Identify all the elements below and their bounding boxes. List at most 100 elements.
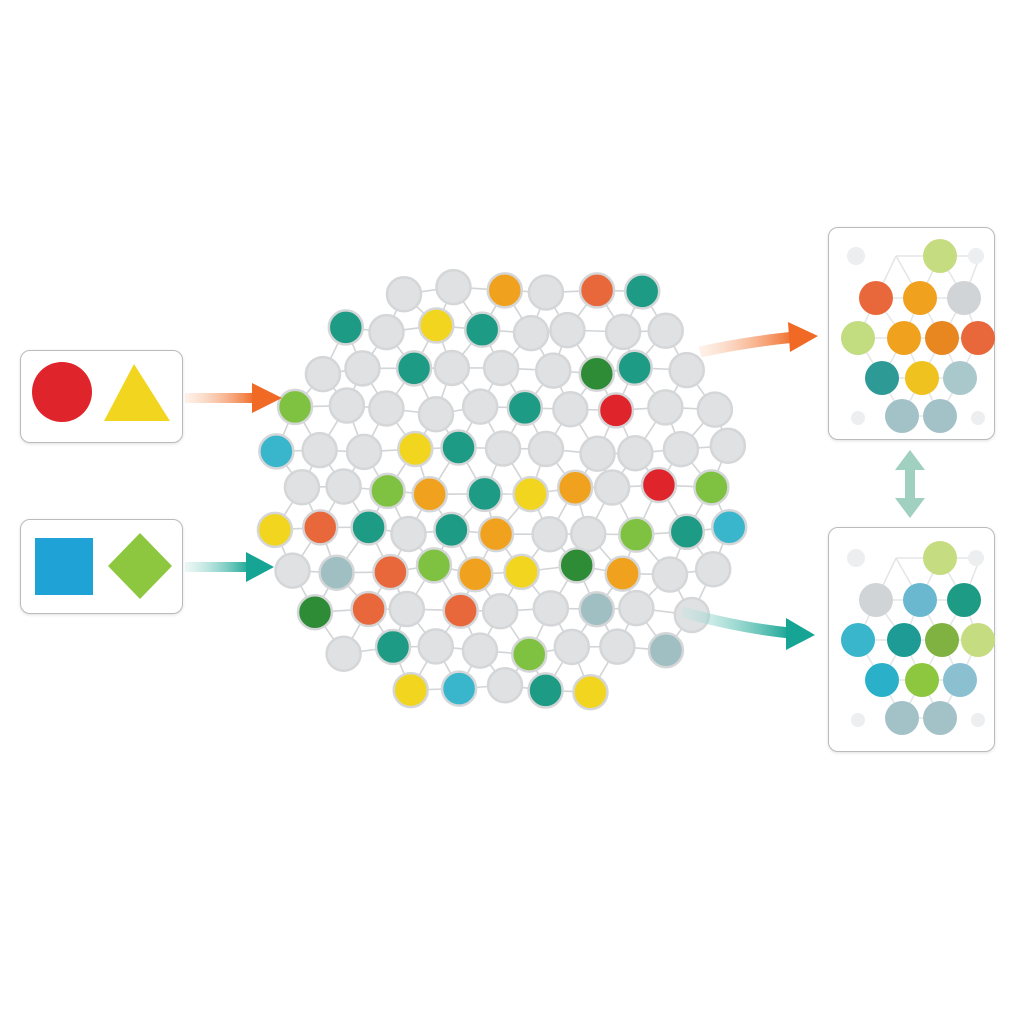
network-node (668, 513, 706, 551)
network-node (457, 555, 494, 593)
network-node (461, 632, 499, 669)
network-node (369, 472, 406, 510)
output-cluster-1-node (943, 361, 977, 395)
network-node (368, 390, 405, 427)
network-node (512, 314, 550, 352)
network-node (274, 552, 311, 589)
output-cluster-1-small-node (968, 248, 984, 264)
output-cluster-1-node (961, 321, 995, 355)
network-node (617, 434, 654, 472)
network-node (549, 311, 586, 349)
output-cluster-2-node (961, 623, 995, 657)
network-node (301, 431, 338, 469)
network-node (578, 272, 616, 309)
network-node (570, 515, 607, 553)
network-node (440, 429, 477, 466)
network-node (302, 509, 339, 546)
network-node (647, 312, 684, 350)
network-node (694, 550, 732, 588)
network-node (506, 389, 544, 427)
network-node (647, 631, 685, 669)
network-node (647, 389, 684, 426)
output-cluster-2-small-node (971, 713, 985, 727)
network-node (327, 309, 365, 346)
output-cluster-2-node (947, 583, 981, 617)
network-node (276, 388, 314, 426)
network-node (256, 511, 294, 549)
input-shapes (32, 362, 172, 599)
network-node (397, 430, 434, 468)
network-node (503, 553, 540, 591)
network-node (618, 589, 655, 627)
network-node (392, 671, 429, 709)
network-node (415, 547, 453, 584)
output-cluster-1-node (923, 399, 957, 433)
output-arrow-2-shaft (680, 606, 791, 639)
network-node (534, 352, 572, 389)
output-cluster-2-node (903, 583, 937, 617)
network-node (395, 350, 433, 387)
network-node (296, 594, 334, 631)
output-cluster-2-node (887, 623, 921, 657)
network-node (372, 553, 409, 591)
output-cluster-2-node (925, 623, 959, 657)
output-arrow-1-head (788, 322, 818, 352)
blue-square-shape (35, 538, 93, 595)
network-node (532, 590, 570, 627)
network-node (553, 628, 591, 666)
network-node (572, 673, 609, 711)
network-node (604, 555, 641, 592)
network-nodes (256, 268, 748, 711)
output-cluster-2-node (885, 701, 919, 735)
network-node (283, 468, 321, 506)
output-cluster-2-node (865, 663, 899, 697)
output-cluster-1-node (841, 321, 875, 355)
output-cluster-2-node (859, 583, 893, 617)
network-node (558, 547, 595, 584)
output-cluster-1-small-node (847, 247, 865, 265)
network-node (482, 349, 520, 387)
network-node (350, 590, 387, 628)
network-node (618, 516, 655, 553)
network-node (318, 554, 355, 591)
network-node (579, 435, 616, 473)
output-cluster-2-small-node (851, 713, 865, 727)
network-node (640, 466, 678, 504)
output-cluster-2-node (905, 663, 939, 697)
network-node (604, 313, 642, 351)
output-cluster-1-node (947, 281, 981, 315)
network-node (710, 508, 748, 546)
network-node (593, 469, 631, 506)
network-node (597, 392, 635, 429)
output-cluster-2-node (943, 663, 977, 697)
network-node (433, 511, 470, 549)
network-node (556, 469, 594, 507)
network-node (466, 475, 503, 513)
network-node (616, 349, 653, 386)
network-node (463, 311, 501, 348)
network-node (385, 275, 423, 313)
output-cluster-2-node (923, 701, 957, 735)
output-cluster-1-node (905, 361, 939, 395)
network-node (417, 395, 455, 433)
network-node (388, 590, 426, 628)
output-cluster-1-node (865, 361, 899, 395)
network-node (527, 430, 565, 468)
network-node (304, 355, 342, 393)
output-cluster-2-node (841, 623, 875, 657)
network-node (531, 515, 568, 553)
network-node (390, 515, 427, 553)
output-cluster-2-node (923, 541, 957, 575)
output-cluster-1-small-node (851, 411, 865, 425)
network-node (486, 272, 524, 309)
network-node (527, 672, 564, 709)
bidirectional-arrow-head-up (895, 450, 925, 470)
network-node (623, 273, 661, 310)
network-node (418, 307, 455, 344)
bidirectional-arrow-shaft (905, 465, 915, 505)
network-node (368, 313, 405, 351)
output-arrow-2-head (786, 618, 815, 650)
network-node (440, 670, 478, 707)
